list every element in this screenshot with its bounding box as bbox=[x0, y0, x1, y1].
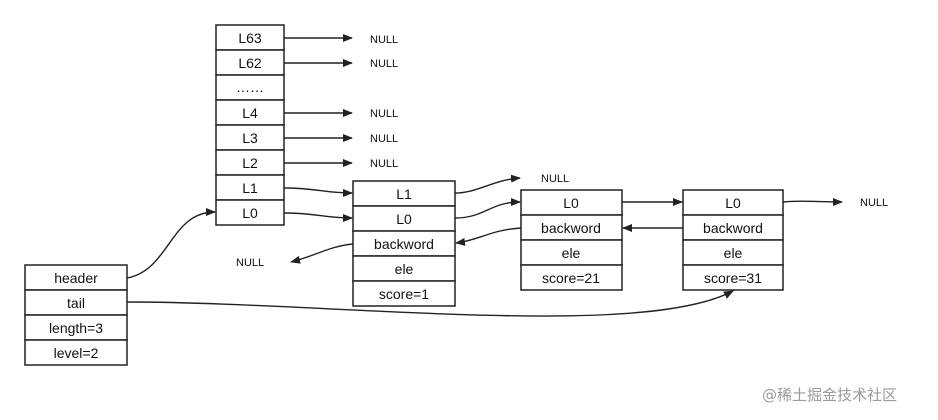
backward-links bbox=[290, 224, 683, 264]
node2-ele-cell: ele bbox=[520, 239, 623, 266]
node2-score-label: score=21 bbox=[542, 270, 600, 286]
null-label-l62: NULL bbox=[370, 58, 398, 70]
head-level-array: L63 L62 …… L4 L3 L2 L1 L0 bbox=[215, 24, 285, 226]
head-cell-l0-label: L0 bbox=[242, 205, 258, 221]
arrow-head-l1-to-node1 bbox=[283, 187, 353, 197]
node3-ele-label: ele bbox=[724, 245, 743, 261]
level-cell: level=2 bbox=[24, 339, 128, 366]
tail-cell: tail bbox=[24, 289, 128, 316]
node3-ele-cell: ele bbox=[682, 239, 784, 266]
node1-l1-cell: L1 bbox=[352, 180, 456, 207]
node2-backward-cell: backword bbox=[520, 214, 623, 241]
node3-l0-label: L0 bbox=[725, 195, 741, 211]
node2-backward-label: backword bbox=[541, 220, 601, 236]
node2-l0-label: L0 bbox=[563, 195, 579, 211]
node1-l1-label: L1 bbox=[396, 186, 412, 202]
header-struct: header tail length=3 level=2 bbox=[24, 264, 128, 366]
header-cell: header bbox=[24, 264, 128, 291]
head-cell-l3-label: L3 bbox=[242, 130, 258, 146]
skiplist-node-1: L1 L0 backword ele score=1 bbox=[352, 180, 456, 307]
node3-score-cell: score=31 bbox=[682, 264, 784, 291]
head-null-pointers: NULL NULL NULL NULL NULL bbox=[284, 34, 398, 170]
node1-backward-label: backword bbox=[374, 236, 434, 252]
head-cell-l2: L2 bbox=[215, 149, 285, 176]
skiplist-node-2: L0 backword ele score=21 bbox=[520, 189, 623, 291]
node1-backward-cell: backword bbox=[352, 230, 456, 257]
head-cell-l0: L0 bbox=[215, 199, 285, 226]
arrow-head-l0-to-node1 bbox=[283, 212, 353, 222]
node3-l0-cell: L0 bbox=[682, 189, 784, 216]
head-cell-l4-label: L4 bbox=[242, 105, 258, 121]
tail-cell-label: tail bbox=[67, 295, 85, 311]
length-cell-label: length=3 bbox=[49, 320, 103, 336]
null-label-node1-backward: NULL bbox=[236, 257, 264, 269]
header-pointers bbox=[126, 208, 734, 317]
header-cell-label: header bbox=[54, 270, 98, 286]
head-cell-l3: L3 bbox=[215, 124, 285, 151]
arrow-node1-l1-null bbox=[454, 174, 521, 194]
null-label-l63: NULL bbox=[370, 34, 398, 46]
node2-score-cell: score=21 bbox=[520, 264, 623, 291]
head-cell-l2-label: L2 bbox=[242, 155, 258, 171]
watermark: @稀土掘金技术社区 bbox=[762, 386, 898, 404]
node1-score-cell: score=1 bbox=[352, 280, 456, 307]
null-label-l4: NULL bbox=[370, 108, 398, 120]
node3-score-label: score=31 bbox=[704, 270, 762, 286]
arrow-header-to-head-l0 bbox=[126, 208, 216, 279]
arrow-node3-l0-null bbox=[782, 197, 843, 206]
arrow-node2-backward-to-node1 bbox=[455, 227, 522, 246]
length-cell: length=3 bbox=[24, 314, 128, 341]
skiplist-node-3: L0 backword ele score=31 bbox=[682, 189, 784, 291]
arrow-node1-l0-to-node2 bbox=[454, 198, 521, 219]
head-cell-l4: L4 bbox=[215, 99, 285, 126]
arrow-node1-backward-null bbox=[290, 243, 354, 264]
null-label-node1-l1: NULL bbox=[541, 173, 569, 185]
node3-backward-label: backword bbox=[703, 220, 763, 236]
head-cell-ellipsis: …… bbox=[215, 74, 285, 101]
head-cell-l1: L1 bbox=[215, 174, 285, 201]
node3-backward-cell: backword bbox=[682, 214, 784, 241]
node1-l0-label: L0 bbox=[396, 211, 412, 227]
node1-l0-cell: L0 bbox=[352, 205, 456, 232]
node1-ele-cell: ele bbox=[352, 255, 456, 282]
head-cell-l1-label: L1 bbox=[242, 180, 258, 196]
null-label-node3-l0: NULL bbox=[860, 197, 888, 209]
node2-ele-label: ele bbox=[562, 245, 581, 261]
arrow-tail-to-node3 bbox=[126, 290, 734, 317]
level-cell-label: level=2 bbox=[54, 345, 99, 361]
node2-l0-cell: L0 bbox=[520, 189, 623, 216]
head-cell-l63: L63 bbox=[215, 24, 285, 51]
level-links bbox=[283, 174, 843, 222]
node1-ele-label: ele bbox=[395, 261, 414, 277]
head-cell-l63-label: L63 bbox=[238, 30, 262, 46]
null-label-l2: NULL bbox=[370, 158, 398, 170]
head-cell-l62: L62 bbox=[215, 49, 285, 76]
node1-score-label: score=1 bbox=[379, 286, 429, 302]
head-cell-ellipsis-label: …… bbox=[236, 79, 264, 95]
null-label-l3: NULL bbox=[370, 133, 398, 145]
head-cell-l62-label: L62 bbox=[238, 55, 262, 71]
